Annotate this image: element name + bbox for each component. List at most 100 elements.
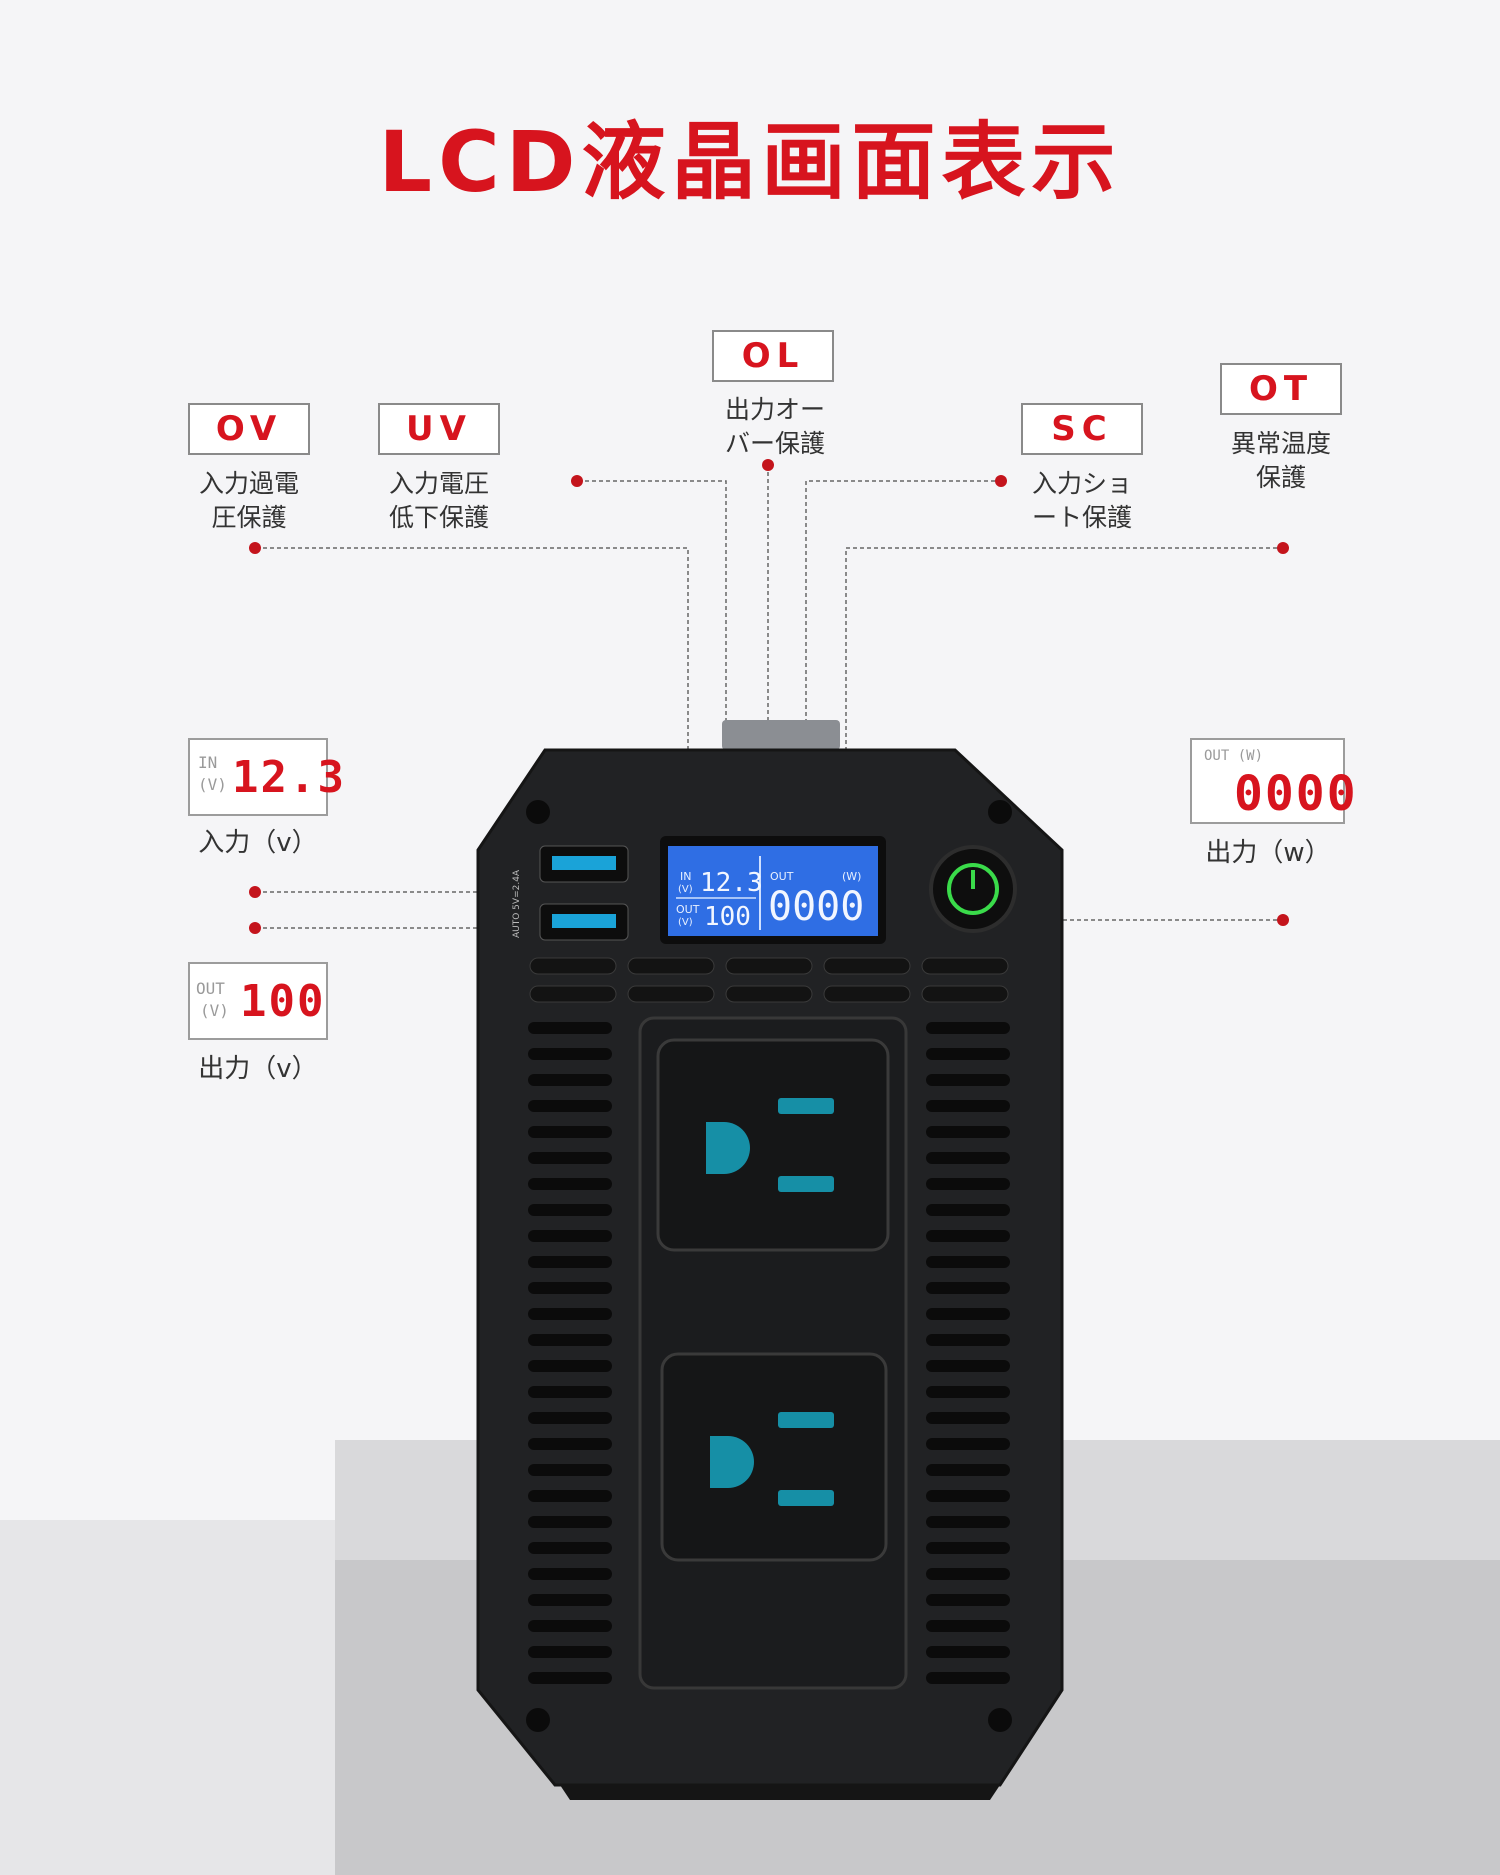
vent-slat (528, 1516, 612, 1528)
right-side-vents (926, 1022, 1010, 1684)
vent-slat (528, 1464, 612, 1476)
vent-slat (528, 1022, 612, 1034)
vent-slat (926, 1048, 1010, 1060)
dot-uv (571, 475, 583, 487)
output-w-value: 0000 (1234, 766, 1358, 822)
code-ot: OT (1220, 363, 1342, 415)
lcd-out-value: 100 (704, 902, 751, 932)
vent-slat (926, 1386, 1010, 1398)
input-prefix-top: IN (198, 753, 218, 772)
vent-slat (926, 1204, 1010, 1216)
vent-slat (926, 1542, 1010, 1554)
vent-slat (926, 1412, 1010, 1424)
vent-slat (926, 1334, 1010, 1346)
vent-slat (926, 1022, 1010, 1034)
dot-sc (995, 475, 1007, 487)
lcd-out-unit: (V) (678, 917, 693, 928)
vent-slat (528, 1334, 612, 1346)
vent-slat (926, 1646, 1010, 1658)
vent-slat (528, 1490, 612, 1502)
vent-slat (528, 1048, 612, 1060)
dot-ol (762, 459, 774, 471)
dot-ov (249, 542, 261, 554)
desc-ol: 出力オー バー保護 (724, 395, 825, 458)
lcd-in-label: IN (680, 870, 692, 883)
input-label: 入力（v） (198, 828, 318, 858)
vent-slat (926, 1438, 1010, 1450)
vent-slat (926, 1074, 1010, 1086)
code-ol: OL (712, 330, 834, 382)
screw-icon (988, 800, 1012, 824)
dot-ot (1277, 542, 1289, 554)
lcd-in-unit: (V) (678, 884, 693, 895)
vent-slat (926, 1464, 1010, 1476)
code-sc: SC (1021, 403, 1143, 455)
desc-ot: 異常温度 保護 (1230, 429, 1331, 492)
top-vents (529, 957, 1009, 1003)
vent-slat (926, 1672, 1010, 1684)
vent-slat (528, 1542, 612, 1554)
vent-slat (528, 1672, 612, 1684)
screw-icon (526, 1708, 550, 1732)
input-readout-box: IN (V) 12.3 (188, 738, 344, 816)
vent-slat (528, 1230, 612, 1242)
vent-slat (926, 1568, 1010, 1580)
output-v-prefix-bottom: (V) (200, 1001, 229, 1020)
lcd-out-label: OUT (676, 903, 700, 916)
vent-slat (528, 1152, 612, 1164)
output-v-label: 出力（v） (198, 1054, 318, 1084)
input-value: 12.3 (232, 752, 346, 803)
vent-slat (528, 1282, 612, 1294)
lcd-w-unit: (W) (842, 870, 862, 883)
page-title: LCD液晶画面表示 (378, 113, 1122, 211)
vent-slat (528, 1126, 612, 1138)
lcd-w-value: 0000 (768, 884, 865, 930)
vent-slat (528, 1620, 612, 1632)
vent-slat (528, 1594, 612, 1606)
desc-ov: 入力過電 圧保護 (198, 469, 299, 532)
vent-slat (926, 1490, 1010, 1502)
vent-slat (528, 1178, 612, 1190)
dot-output-v (249, 922, 261, 934)
output-w-label: 出力（w） (1205, 838, 1331, 868)
ac-outlet-top (656, 1038, 890, 1252)
dot-output-w (1277, 914, 1289, 926)
vent-slat (926, 1516, 1010, 1528)
lcd-panel (668, 846, 878, 936)
vent-slat (926, 1620, 1010, 1632)
vent-slat (926, 1100, 1010, 1112)
desc-uv: 入力電圧 低下保護 (388, 469, 489, 532)
vent-slat (528, 1204, 612, 1216)
vent-slat (528, 1386, 612, 1398)
vent-slat (926, 1360, 1010, 1372)
ac-outlet-bottom (660, 1352, 888, 1562)
lcd-in-value: 12.3 (700, 868, 763, 898)
vent-slat (926, 1152, 1010, 1164)
vent-slat (528, 1438, 612, 1450)
left-side-vents (528, 1022, 612, 1684)
top-handle (722, 720, 840, 750)
dot-input (249, 886, 261, 898)
output-w-readout-box: OUT (W) 0000 (1190, 738, 1356, 824)
vent-slat (528, 1308, 612, 1320)
screw-icon (526, 800, 550, 824)
vent-slat (926, 1594, 1010, 1606)
lcd-w-label: OUT (770, 870, 794, 883)
vent-slat (926, 1282, 1010, 1294)
output-v-prefix-top: OUT (196, 979, 225, 998)
vent-slat (926, 1178, 1010, 1190)
desc-sc: 入力ショ ート保護 (1031, 469, 1132, 532)
vent-slat (528, 1074, 612, 1086)
vent-slat (528, 1646, 612, 1658)
code-ov: OV (188, 403, 310, 455)
output-w-prefix: OUT (W) (1204, 748, 1264, 764)
outlet-slots (706, 1098, 834, 1506)
vent-slat (528, 1412, 612, 1424)
output-v-value: 100 (240, 976, 326, 1027)
background-wall (0, 1520, 335, 1875)
vent-slat (926, 1126, 1010, 1138)
vent-slat (528, 1360, 612, 1372)
output-v-readout-box: OUT (V) 100 (188, 962, 328, 1040)
code-uv: UV (378, 403, 500, 455)
